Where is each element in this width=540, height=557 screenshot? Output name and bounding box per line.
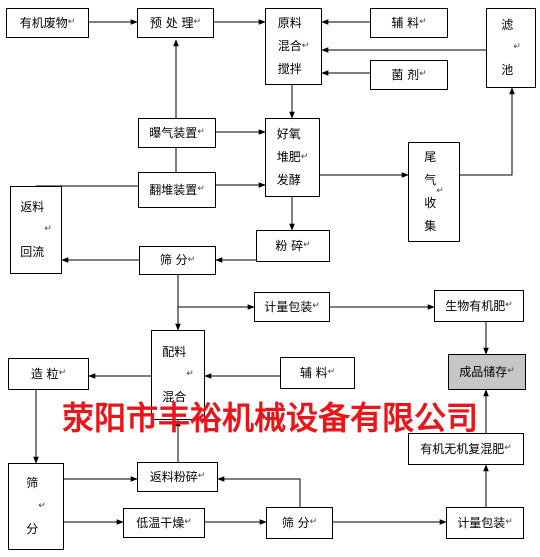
paragraph-mark: ↵ — [301, 40, 310, 51]
node-screening-3-label: 筛 分 — [281, 515, 310, 530]
node-aeration-device: 曝气装置↵ — [138, 118, 216, 148]
paragraph-mark: ↵ — [436, 186, 444, 197]
node-auxiliary-1: 辅 料↵ — [370, 8, 448, 38]
node-bio-organic-fertilizer-label: 生物有机肥 — [445, 298, 506, 313]
paragraph-mark: ↵ — [300, 151, 309, 162]
paragraph-mark: ↵ — [419, 17, 427, 28]
node-low-temp-drying-label: 低温干燥 — [136, 515, 185, 530]
node-batching-mixing-label: 配料 混合 — [162, 344, 187, 405]
node-auxiliary-1-label: 辅 料 — [391, 15, 420, 30]
paragraph-mark: ↵ — [38, 500, 46, 511]
node-turning-device: 翻堆装置↵ — [138, 172, 216, 208]
node-organic-inorganic-compound-fertilizer-label: 有机无机复混肥 — [420, 441, 505, 456]
node-bacterial-agent-label: 菌 剂 — [391, 67, 420, 82]
paragraph-mark: ↵ — [67, 17, 76, 28]
paragraph-mark: ↵ — [505, 300, 513, 311]
node-aerobic-fermentation-label: 好氧 堆肥 发酵 — [276, 127, 301, 187]
node-crushing: 粉 碎↵ — [256, 230, 330, 262]
paragraph-mark: ↵ — [44, 224, 52, 235]
paragraph-mark: ↵ — [186, 369, 194, 380]
node-raw-mixing-label: 原料 混合 搅拌 — [277, 16, 302, 76]
node-screening-2: 筛 分↵ — [8, 463, 64, 550]
paragraph-mark: ↵ — [419, 69, 427, 80]
paragraph-mark: ↵ — [197, 471, 206, 482]
node-raw-mixing: 原料 混合 搅拌↵ — [265, 8, 322, 85]
node-finished-product-storage-label: 成品储存 — [459, 364, 508, 379]
node-organic-inorganic-compound-fertilizer: 有机无机复混肥↵ — [408, 433, 524, 465]
node-weighing-packing-1-label: 计量包装 — [264, 299, 313, 314]
node-screening-1: 筛 分↵ — [139, 246, 216, 275]
node-granulation-label: 造 粒 — [30, 366, 59, 381]
arrow-screen3-to-ret2 — [217, 476, 301, 507]
node-filter-tank: 滤 池↵ — [486, 8, 536, 88]
paragraph-mark: ↵ — [193, 17, 202, 28]
paragraph-mark: ↵ — [187, 254, 196, 265]
node-screening-3: 筛 分↵ — [266, 507, 333, 539]
node-batching-mixing: 配料 混合↵ — [151, 330, 205, 420]
node-finished-product-storage: 成品储存↵ — [448, 354, 526, 390]
node-pretreatment-label: 预 处 理 — [149, 15, 194, 30]
node-low-temp-drying: 低温干燥↵ — [123, 508, 205, 538]
paragraph-mark: ↵ — [58, 368, 67, 379]
node-auxiliary-2: 辅 料↵ — [280, 357, 355, 389]
node-filter-tank-label: 滤 池 — [501, 17, 514, 78]
paragraph-mark: ↵ — [513, 42, 521, 53]
paragraph-mark: ↵ — [505, 517, 513, 528]
node-bacterial-agent: 菌 剂↵ — [370, 60, 448, 90]
node-screening-2-label: 筛 分 — [26, 476, 39, 536]
paragraph-mark: ↵ — [184, 517, 192, 528]
node-aeration-device-label: 曝气装置 — [149, 125, 198, 140]
node-bio-organic-fertilizer: 生物有机肥↵ — [434, 290, 524, 322]
node-granulation: 造 粒↵ — [8, 358, 89, 390]
node-pretreatment: 预 处 理↵ — [137, 8, 214, 38]
node-organic-waste-label: 有机废物 — [19, 15, 68, 30]
node-screening-1-label: 筛 分 — [159, 253, 188, 268]
paragraph-mark: ↵ — [312, 301, 320, 312]
paragraph-mark: ↵ — [504, 443, 512, 454]
paragraph-mark: ↵ — [327, 367, 336, 378]
node-aerobic-fermentation: 好氧 堆肥 发酵↵ — [265, 118, 320, 197]
paragraph-mark: ↵ — [309, 517, 318, 528]
node-organic-waste: 有机废物↵ — [6, 8, 89, 38]
node-weighing-packing-2: 计量包装↵ — [446, 507, 524, 539]
node-turning-device-label: 翻堆装置 — [149, 182, 198, 197]
node-exhaust-collection-label: 尾 气 收 集 — [424, 150, 437, 233]
node-weighing-packing-1: 计量包装↵ — [254, 292, 330, 322]
node-weighing-packing-2-label: 计量包装 — [457, 515, 506, 530]
paragraph-mark: ↵ — [197, 127, 205, 138]
node-return-reflux-label: 返料 回流 — [20, 199, 45, 260]
node-exhaust-collection: 尾 气 收 集↵ — [408, 142, 460, 242]
arrow-tail-to-filter — [460, 87, 515, 176]
node-return-crushing-label: 返料粉碎 — [149, 469, 198, 484]
node-return-reflux: 返料 回流↵ — [10, 186, 62, 274]
node-crushing-label: 粉 碎 — [275, 238, 304, 253]
paragraph-mark: ↵ — [197, 184, 205, 195]
node-return-crushing: 返料粉碎↵ — [137, 462, 218, 492]
node-auxiliary-2-label: 辅 料 — [299, 365, 328, 380]
paragraph-mark: ↵ — [303, 240, 311, 251]
paragraph-mark: ↵ — [507, 366, 515, 377]
